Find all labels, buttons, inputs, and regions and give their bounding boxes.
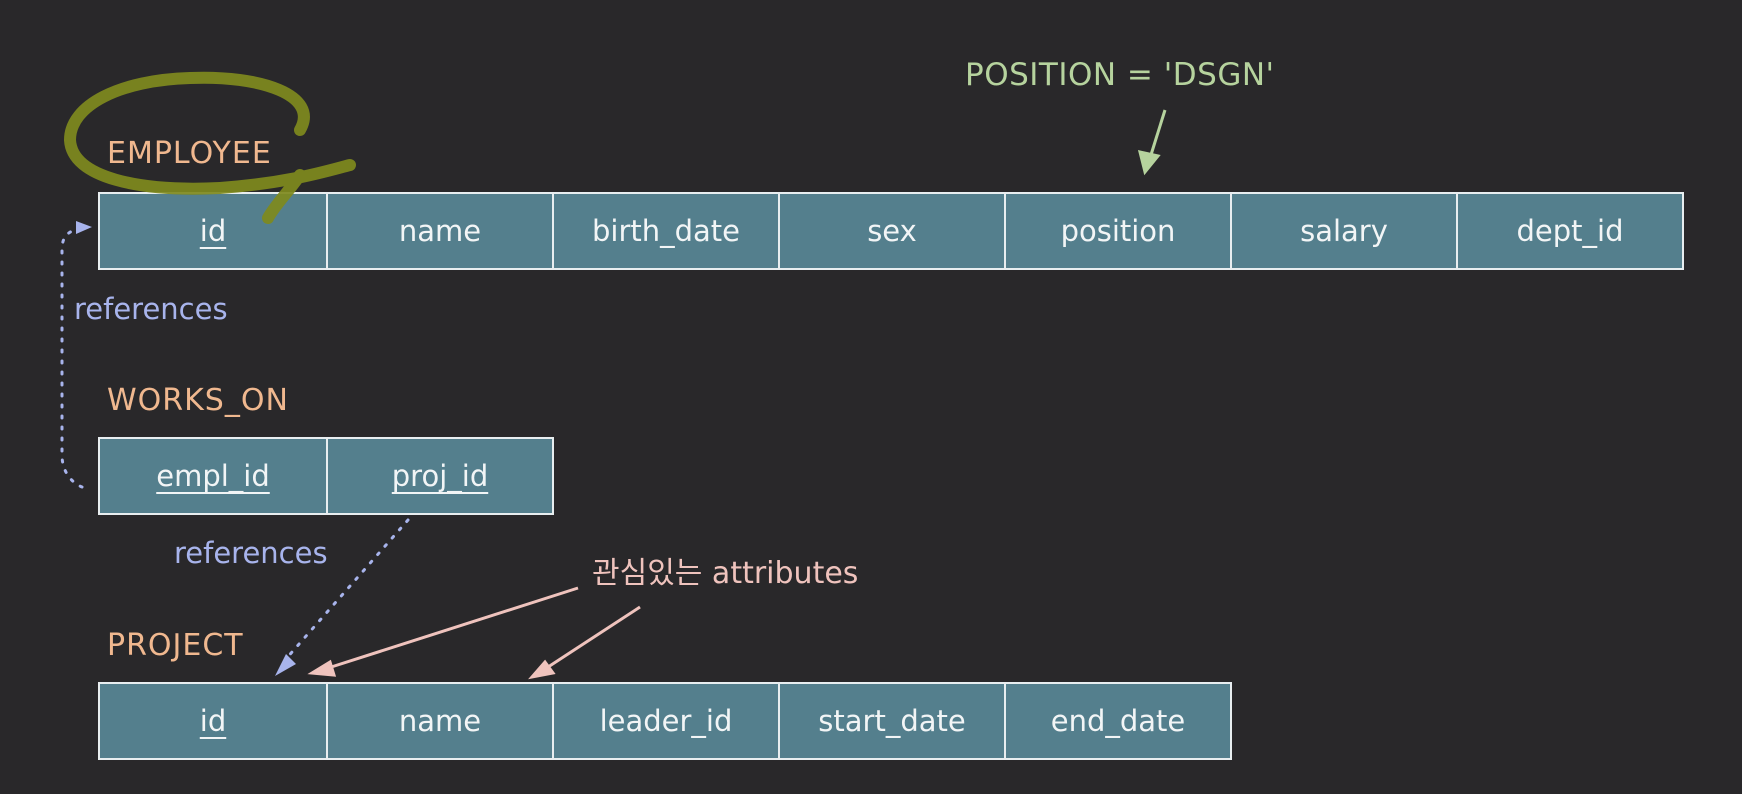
employee-column-position: position <box>1004 194 1230 268</box>
highlight-circle <box>63 71 356 224</box>
employee-column-id: id <box>199 214 227 248</box>
employee-column-sex: sex <box>778 194 1004 268</box>
employee-column-name: name <box>326 194 552 268</box>
project-column-id: id <box>199 704 227 738</box>
reference-line-project <box>275 518 410 676</box>
employee-table-label: EMPLOYEE <box>107 136 272 171</box>
works-on-column-empl-id: empl_id <box>156 459 270 493</box>
reference-arrowhead-employee <box>76 221 92 234</box>
reference-arrowhead-project <box>275 654 296 676</box>
works-on-table-label: WORKS_ON <box>107 383 289 418</box>
project-column-name: name <box>326 684 552 758</box>
condition-arrow <box>1137 109 1167 176</box>
project-column-start-date: start_date <box>778 684 1004 758</box>
interest-attributes-annotation: 관심있는 attributes <box>592 556 859 591</box>
employee-column-dept-id: dept_id <box>1456 194 1682 268</box>
interest-arrows <box>307 586 641 680</box>
references-label-project: references <box>174 536 328 570</box>
references-label-employee: references <box>74 292 228 326</box>
project-table-label: PROJECT <box>107 628 244 663</box>
works-on-column-proj-id: proj_id <box>326 439 552 513</box>
works-on-table: empl_id proj_id <box>98 437 554 515</box>
position-condition-annotation: POSITION = 'DSGN' <box>965 57 1275 93</box>
reference-line-employee <box>60 221 92 489</box>
project-column-end-date: end_date <box>1004 684 1230 758</box>
employee-column-salary: salary <box>1230 194 1456 268</box>
project-column-leader-id: leader_id <box>552 684 778 758</box>
employee-column-birth-date: birth_date <box>552 194 778 268</box>
